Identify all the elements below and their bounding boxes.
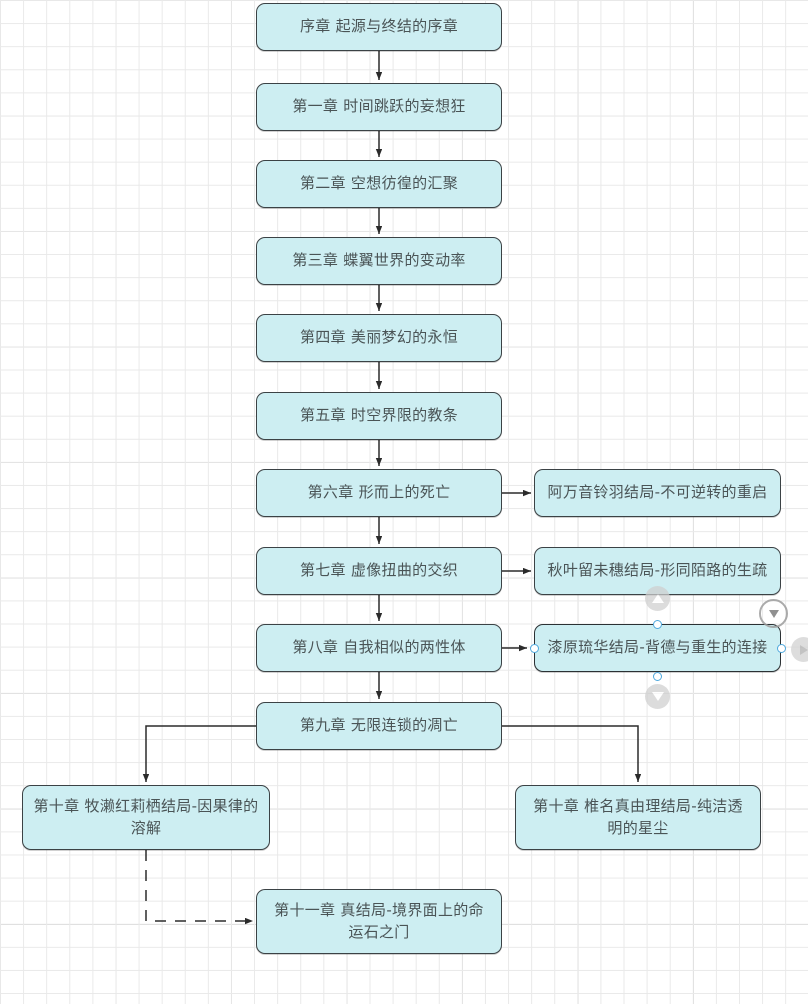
flow-node-label: 第一章 时间跳跃的妄想狂 (292, 97, 466, 116)
flow-node-n9[interactable]: 第九章 无限连锁的凋亡 (256, 702, 502, 750)
flow-node-label: 第十章 牧濑红莉栖结局-因果律的溶解 (33, 796, 259, 837)
scroll-up-button[interactable] (645, 586, 670, 611)
flow-node-n1[interactable]: 第一章 时间跳跃的妄想狂 (256, 83, 502, 131)
flow-node-label: 第五章 时空界限的教条 (299, 406, 459, 425)
flow-node-n0[interactable]: 序章 起源与终结的序章 (256, 3, 502, 51)
selection-handle-bottom[interactable] (653, 672, 662, 681)
selection-handle-top[interactable] (653, 620, 662, 629)
flow-node-label: 第三章 蝶翼世界的变动率 (292, 251, 466, 270)
flow-node-n10a[interactable]: 第十章 牧濑红莉栖结局-因果律的溶解 (22, 785, 270, 850)
flow-node-label: 第四章 美丽梦幻的永恒 (299, 328, 459, 347)
collapse-button[interactable] (759, 599, 788, 628)
scroll-down-button[interactable] (645, 684, 670, 709)
flow-node-label: 序章 起源与终结的序章 (299, 17, 459, 36)
flow-node-n7[interactable]: 第七章 虚像扭曲的交织 (256, 547, 502, 595)
edge-n9-n10a (142, 725, 256, 782)
flow-node-n11[interactable]: 第十一章 真结局-境界面上的命运石之门 (256, 889, 502, 954)
flow-node-n5[interactable]: 第五章 时空界限的教条 (256, 392, 502, 440)
flow-node-n6[interactable]: 第六章 形而上的死亡 (256, 469, 502, 517)
triangle-right-icon (799, 644, 808, 655)
triangle-down-icon (651, 692, 664, 701)
edge-n10a-n11 (145, 850, 253, 925)
flow-node-label: 第十章 椎名真由理结局-纯洁透明的星尘 (533, 796, 743, 837)
flow-node-label: 阿万音铃羽结局-不可逆转的重启 (547, 483, 768, 502)
selection-handle-right[interactable] (777, 644, 786, 653)
flow-node-label: 第二章 空想彷徨的汇聚 (299, 174, 459, 193)
flow-node-n2[interactable]: 第二章 空想彷徨的汇聚 (256, 160, 502, 208)
expand-right-button[interactable] (791, 637, 808, 662)
flow-node-label: 第七章 虚像扭曲的交织 (299, 561, 459, 580)
triangle-up-icon (651, 594, 664, 603)
flow-node-n3[interactable]: 第三章 蝶翼世界的变动率 (256, 237, 502, 285)
flow-node-label: 第六章 形而上的死亡 (307, 483, 451, 502)
flow-node-label: 第八章 自我相似的两性体 (292, 638, 466, 657)
edge-n9-n10b (502, 725, 642, 782)
flow-node-label: 第十一章 真结局-境界面上的命运石之门 (274, 900, 484, 941)
flow-node-label: 漆原琉华结局-背德与重生的连接 (547, 638, 768, 657)
flow-node-e6[interactable]: 阿万音铃羽结局-不可逆转的重启 (534, 469, 781, 517)
flow-node-label: 第九章 无限连锁的凋亡 (299, 716, 459, 735)
selection-handle-left[interactable] (530, 644, 539, 653)
triangle-down-icon (768, 609, 779, 618)
flow-node-n10b[interactable]: 第十章 椎名真由理结局-纯洁透明的星尘 (515, 785, 761, 850)
flow-node-n8[interactable]: 第八章 自我相似的两性体 (256, 624, 502, 672)
flow-node-e8[interactable]: 漆原琉华结局-背德与重生的连接 (534, 624, 781, 672)
flow-node-n4[interactable]: 第四章 美丽梦幻的永恒 (256, 314, 502, 362)
flow-node-label: 秋叶留未穗结局-形同陌路的生疏 (547, 561, 768, 580)
